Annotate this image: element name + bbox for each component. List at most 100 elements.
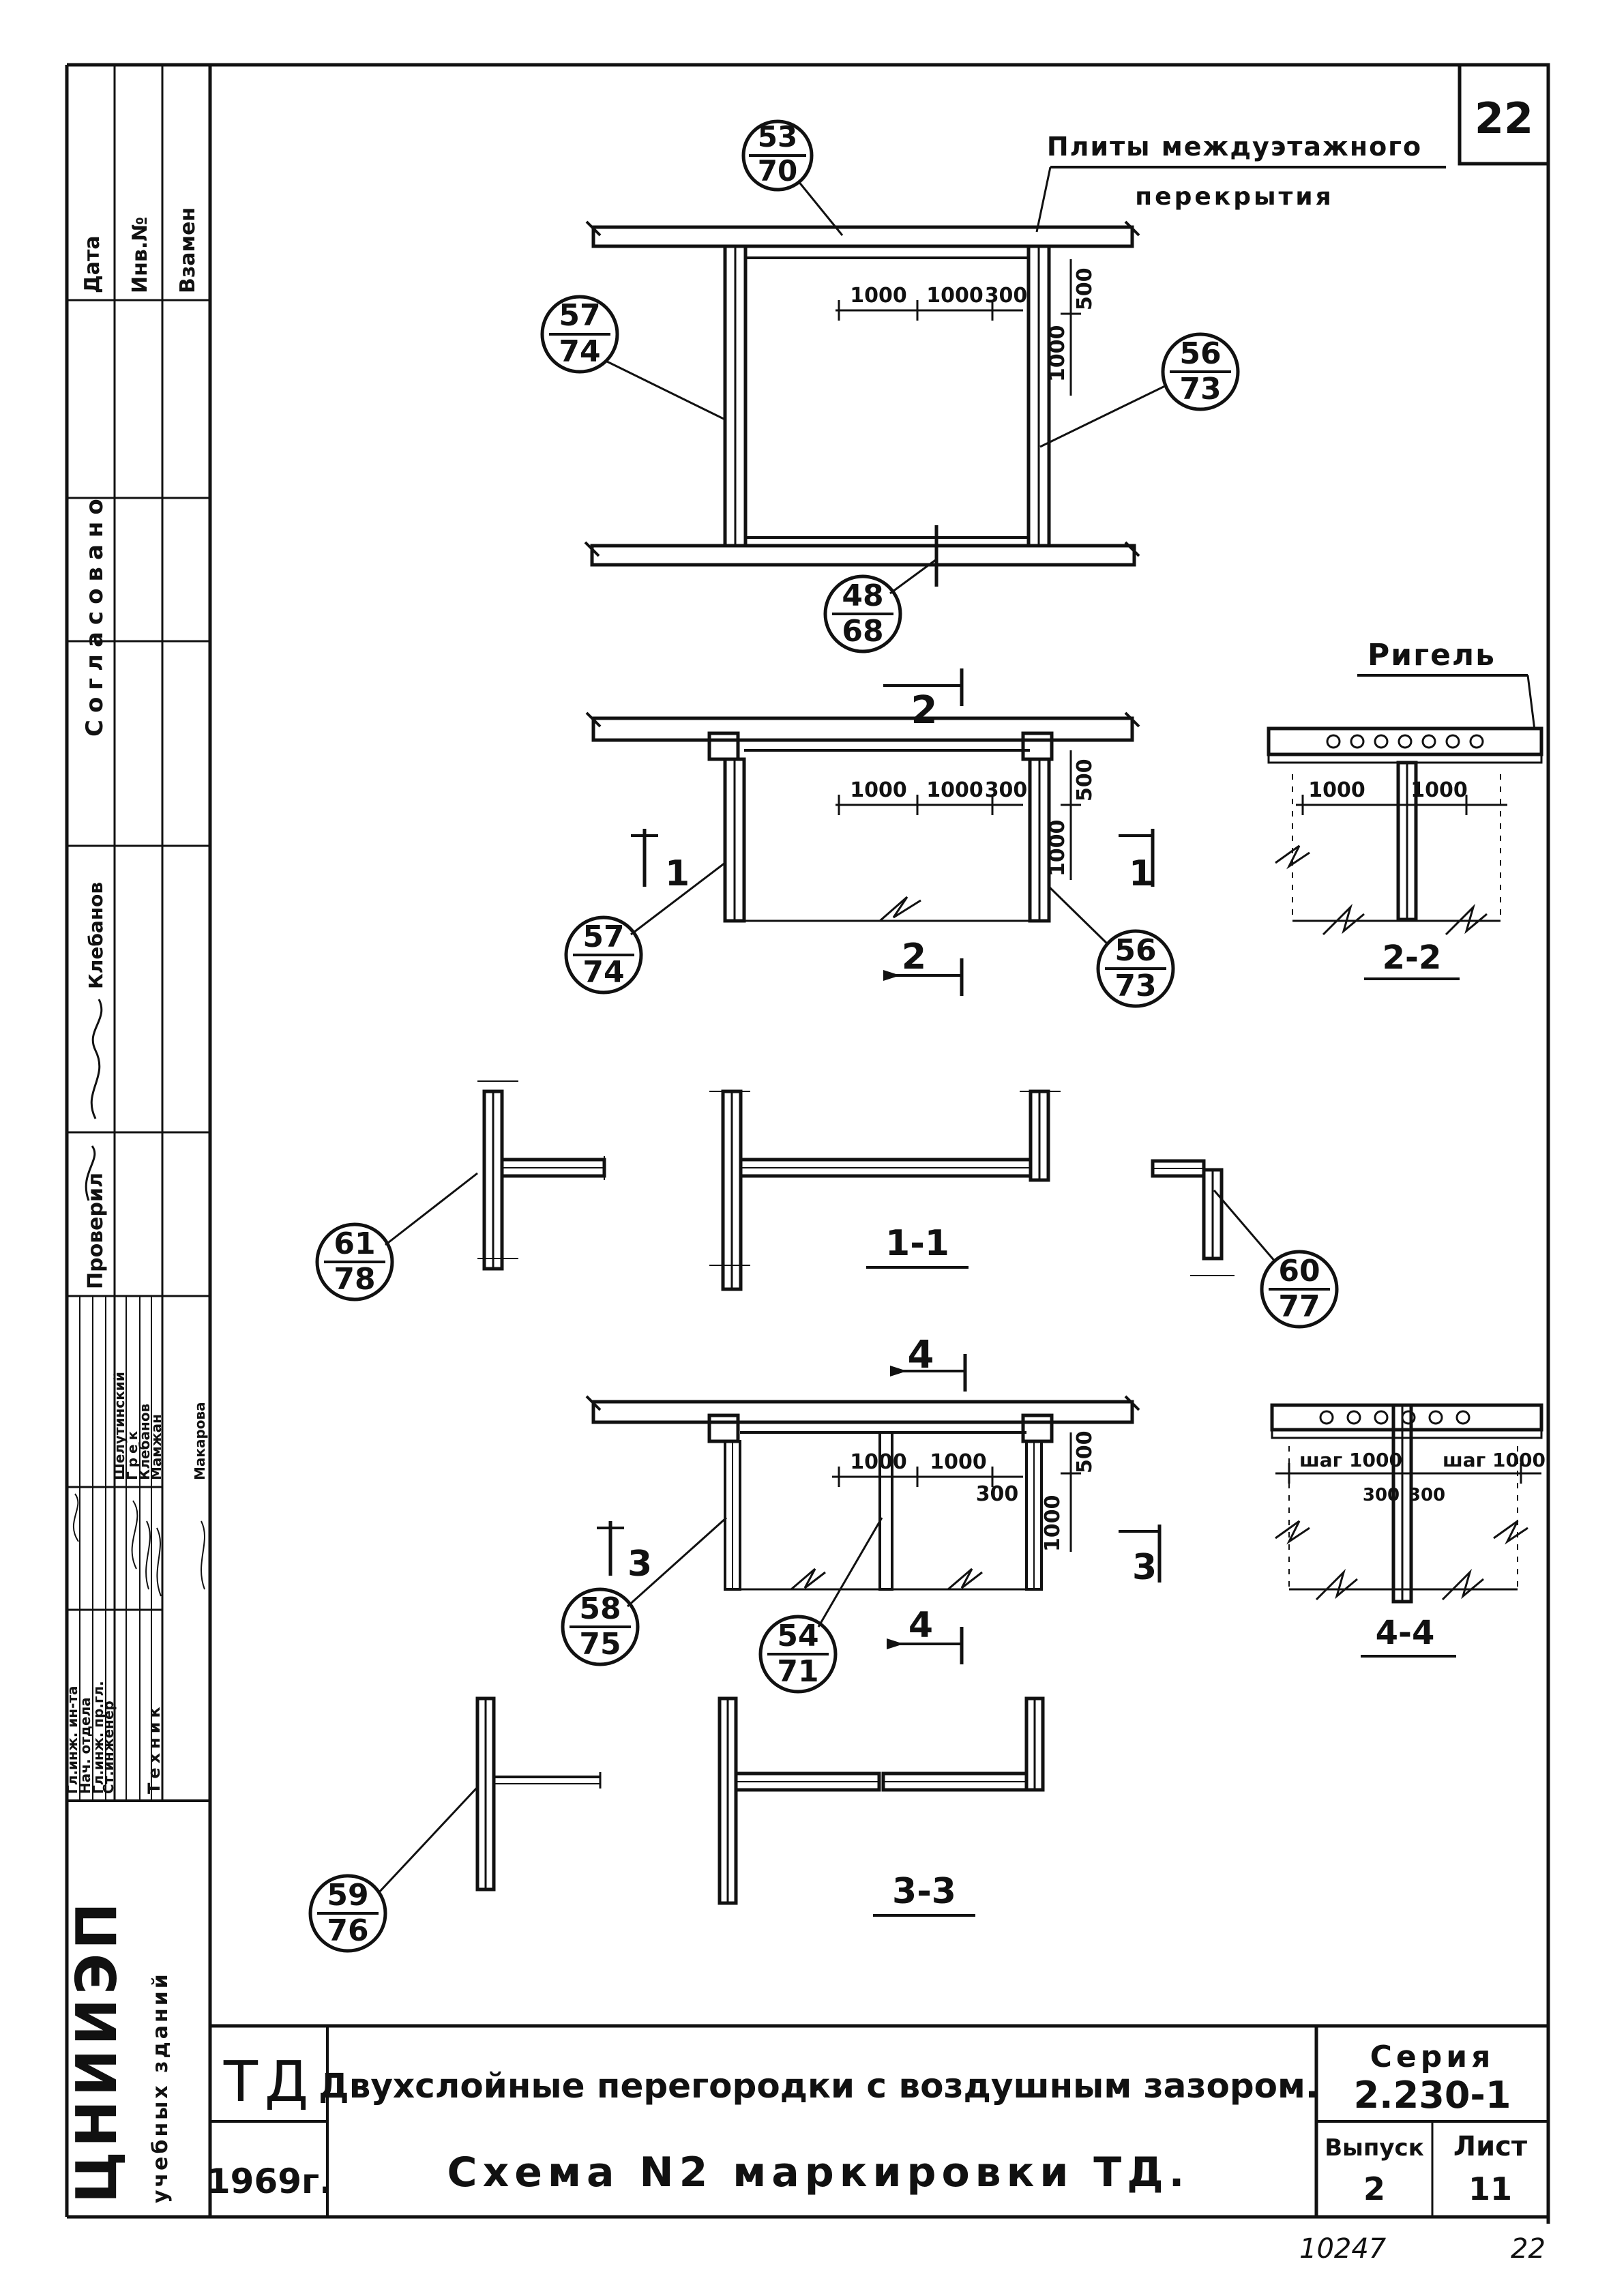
callout-top: 56 — [1114, 933, 1156, 968]
dim-p3-vert-500: 500 — [1073, 1430, 1097, 1473]
callout-57-74-a: 57 74 — [540, 295, 726, 421]
role-chief-engineer: Гл.инж. ин-та — [64, 1686, 80, 1794]
drawing-title-line2: Схема N2 маркировки ТД. — [447, 2149, 1190, 2196]
dim-p2-vert-500: 500 — [1073, 759, 1097, 801]
callout-bottom: 78 — [334, 1262, 375, 1297]
name-1: Шелутинский — [111, 1372, 128, 1480]
cut-2-top: 2 — [911, 688, 938, 733]
dim-44-300-left: 300 — [1363, 1485, 1400, 1505]
checked-signature — [90, 999, 103, 1119]
side-stamp: Дата Инв.№ Взамен Согласовано Проверил К… — [64, 65, 210, 2203]
callout-bottom: 73 — [1179, 372, 1221, 407]
sheet-label: Лист — [1453, 2131, 1528, 2162]
stamp-checked-label: Проверил — [84, 1173, 108, 1289]
callout-top: 59 — [327, 1878, 368, 1913]
dim-vert-500: 500 — [1073, 267, 1097, 310]
dim-1000-a: 1000 — [850, 284, 907, 308]
name-3: Клебанов — [136, 1404, 153, 1480]
section-2-2: Ригель 1000 1000 2-2 — [1267, 638, 1543, 980]
cut-3-left: 3 — [627, 1544, 652, 1585]
plan-2: 1000 1000 300 1000 500 2 2 1 1 — [585, 668, 1155, 996]
section-3-3: 3-3 — [475, 1696, 1045, 1917]
plan-1: 1000 1000 300 1000 500 Плиты междуэтажно… — [584, 132, 1446, 587]
page-number-box: 22 — [1458, 63, 1550, 166]
callout-61-78: 61 78 — [315, 1172, 478, 1301]
issue-label: Выпуск — [1325, 2134, 1424, 2162]
dim-44-300-right: 300 — [1408, 1485, 1445, 1505]
section-3-3-label: 3-3 — [892, 1871, 956, 1912]
callout-56-73-a: 56 73 — [1039, 332, 1240, 448]
callout-57-74-b: 57 74 — [564, 862, 726, 995]
page-number: 22 — [1475, 93, 1533, 143]
callout-bottom: 71 — [777, 1654, 818, 1689]
callout-60-77: 60 77 — [1213, 1190, 1339, 1329]
slabs-note-line1: Плиты междуэтажного — [1047, 132, 1422, 162]
stamp-date-label: Дата — [80, 235, 104, 293]
callout-56-73-b: 56 73 — [1048, 885, 1175, 1008]
checked-signature-2 — [85, 1145, 96, 1201]
cut-4-top: 4 — [908, 1333, 934, 1377]
dim-p2-1000-b: 1000 — [926, 778, 984, 802]
dim-p3-1000-a: 1000 — [850, 1450, 907, 1474]
dim-p2-300: 300 — [985, 778, 1028, 802]
callout-bottom: 74 — [559, 334, 600, 369]
doc-year: 1969г. — [207, 2162, 332, 2201]
dim-22-a: 1000 — [1308, 778, 1365, 802]
section-1-1-label: 1-1 — [885, 1223, 949, 1264]
series-value: 2.230-1 — [1354, 2074, 1511, 2117]
role-dept-head: Нач. отдела — [77, 1697, 93, 1794]
callout-bottom: 74 — [582, 955, 624, 990]
dim-44-step-left: шаг 1000 — [1299, 1449, 1402, 1471]
cut-3-right: 3 — [1132, 1547, 1157, 1588]
callout-top: 58 — [579, 1591, 621, 1626]
girder-label: Ригель — [1368, 638, 1496, 673]
section-4-4: шаг 1000 шаг 1000 300 300 4-4 — [1270, 1403, 1546, 1658]
doc-code: ТД — [223, 2050, 315, 2115]
dim-vert-1000: 1000 — [1046, 325, 1069, 383]
callout-bottom: 76 — [327, 1913, 368, 1948]
footer-page-number: 22 — [1511, 2233, 1546, 2265]
slab-top — [591, 225, 1134, 248]
callout-bottom: 75 — [579, 1627, 621, 1662]
callout-top: 57 — [559, 298, 600, 333]
stamp-signature-scribbles — [72, 1493, 205, 1597]
series-label: Серия — [1370, 2040, 1495, 2074]
callout-top: 57 — [582, 919, 624, 954]
role-technician: Техник — [145, 1703, 164, 1794]
role-chief-project-engineer: Гл.инж. пр.гл. — [90, 1681, 106, 1794]
dim-22-b: 1000 — [1410, 778, 1468, 802]
stamp-checked-name: Клебанов — [85, 882, 107, 989]
name-4: Мамжан — [148, 1414, 164, 1480]
dim-300: 300 — [985, 284, 1028, 308]
cut-4-bottom: 4 — [908, 1605, 933, 1646]
section-1-1: 1-1 — [477, 1080, 1235, 1291]
callout-top: 61 — [334, 1226, 375, 1261]
callout-top: 54 — [777, 1619, 818, 1653]
stamp-inventory-label: Инв.№ — [128, 217, 152, 293]
callout-top: 48 — [842, 578, 883, 613]
cut-1-left: 1 — [665, 853, 690, 894]
dim-p3-vert-1000: 1000 — [1041, 1495, 1065, 1552]
stamp-agreed-label: Согласовано — [81, 492, 108, 737]
dim-p2-1000-a: 1000 — [850, 778, 907, 802]
section-4-4-label: 4-4 — [1376, 1614, 1435, 1652]
callout-bottom: 77 — [1278, 1289, 1320, 1324]
dim-44-step-right: шаг 1000 — [1443, 1449, 1546, 1471]
callout-48-68: 48 68 — [823, 558, 937, 653]
sheet-value: 11 — [1468, 2170, 1512, 2207]
dim-p2-vert-1000: 1000 — [1046, 820, 1069, 877]
institute-sub: учебных зданий — [149, 1971, 173, 2203]
dim-p3-300: 300 — [976, 1482, 1019, 1506]
sheet-frame — [65, 63, 1550, 2224]
name-2: Грек — [124, 1427, 141, 1480]
stamp-replaces-label: Взамен — [176, 207, 200, 293]
callout-53-70: 53 70 — [741, 119, 844, 236]
dim-p3-1000-b: 1000 — [930, 1450, 987, 1474]
slab-p2 — [591, 716, 1134, 742]
callout-top: 60 — [1278, 1254, 1320, 1289]
section-2-2-label: 2-2 — [1383, 939, 1442, 977]
callout-59-76: 59 76 — [308, 1786, 479, 1953]
plan-3: 1000 1000 300 1000 500 4 4 3 3 — [585, 1333, 1162, 1664]
drawing-title-line1: Двухслойные перегородки с воздушным зазо… — [319, 2066, 1318, 2106]
cut-2-bottom: 2 — [902, 937, 926, 977]
